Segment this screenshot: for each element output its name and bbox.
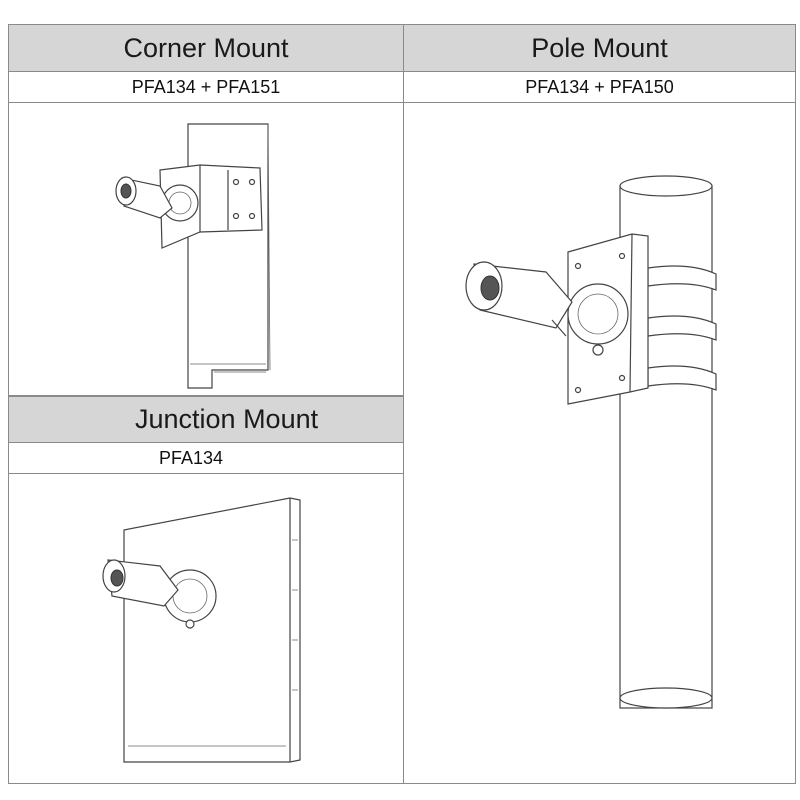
pole-strap-3 <box>647 365 717 391</box>
junction-mount-header: Junction Mount <box>8 396 404 443</box>
pole-junction-box <box>567 283 629 345</box>
pole-camera-lens <box>480 275 500 301</box>
corner-camera-lens <box>120 183 132 199</box>
pole-strap-2 <box>647 315 717 341</box>
junction-mount-model-row: PFA134 <box>8 442 404 474</box>
corner-mount-title: Corner Mount <box>123 32 289 63</box>
pole-top <box>619 175 713 197</box>
junction-mount-title: Junction Mount <box>135 404 319 434</box>
pole-mount-model: PFA134 + PFA150 <box>525 76 674 97</box>
corner-mount-model: PFA134 + PFA151 <box>131 76 281 97</box>
junction-wall <box>123 497 301 763</box>
pole-mount-illustration-panel <box>403 102 796 784</box>
pole-bottom <box>619 687 713 709</box>
junction-mount-drawing <box>102 497 301 763</box>
corner-wall <box>187 123 269 389</box>
corner-mount-drawing <box>115 123 271 389</box>
pole-mount-drawing <box>465 175 717 709</box>
pole-strap-1 <box>647 265 717 291</box>
corner-mount-header: Corner Mount <box>8 24 404 72</box>
junction-mount-model: PFA134 <box>159 447 224 468</box>
pole-mount-title: Pole Mount <box>531 32 668 63</box>
junction-camera-lens <box>110 569 124 587</box>
